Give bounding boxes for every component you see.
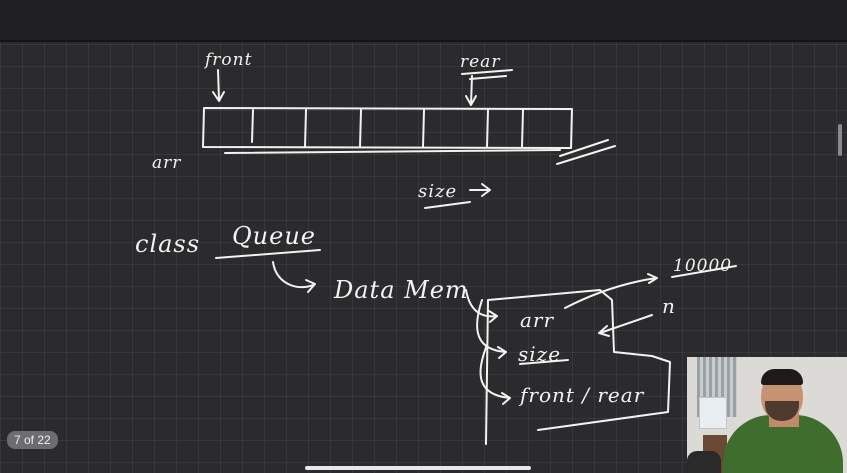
member-arr: arr [520,308,555,332]
capacity-underline [671,265,737,278]
array-cells [251,109,524,148]
size-arrow [469,183,491,197]
front-label: front [205,50,253,70]
rear-label: rear [460,52,501,72]
home-indicator-bar[interactable] [305,466,531,470]
member-size-underline [519,359,569,365]
front-arrow [212,69,225,102]
array-underline [224,149,561,154]
class-to-members-arrow [272,261,316,293]
members-box [485,289,671,445]
class-keyword: class [135,230,201,258]
member-flow-arrows [465,289,511,405]
member-front-rear: front / rear [520,383,645,407]
page-indicator: 7 of 22 [7,431,58,449]
class-name: Queue [232,222,316,250]
capacity-arrow [564,273,658,309]
rear-underline [461,69,513,80]
size-underline [424,201,471,209]
n-label: n [662,294,676,318]
top-toolbar [0,0,847,42]
arr-label: arr [152,153,182,173]
data-members-label: Data Mem [334,276,469,304]
rear-arrow [465,75,477,106]
presenter-video-icon [687,357,847,473]
class-name-underline [215,249,321,259]
member-size: size [518,342,562,366]
array-extension-marks [556,139,616,165]
array-box [202,107,573,149]
n-arrow [598,314,653,337]
capacity-value: 10000 [673,256,733,276]
size-label: size [418,181,458,202]
vertical-scrollbar[interactable] [838,124,842,156]
